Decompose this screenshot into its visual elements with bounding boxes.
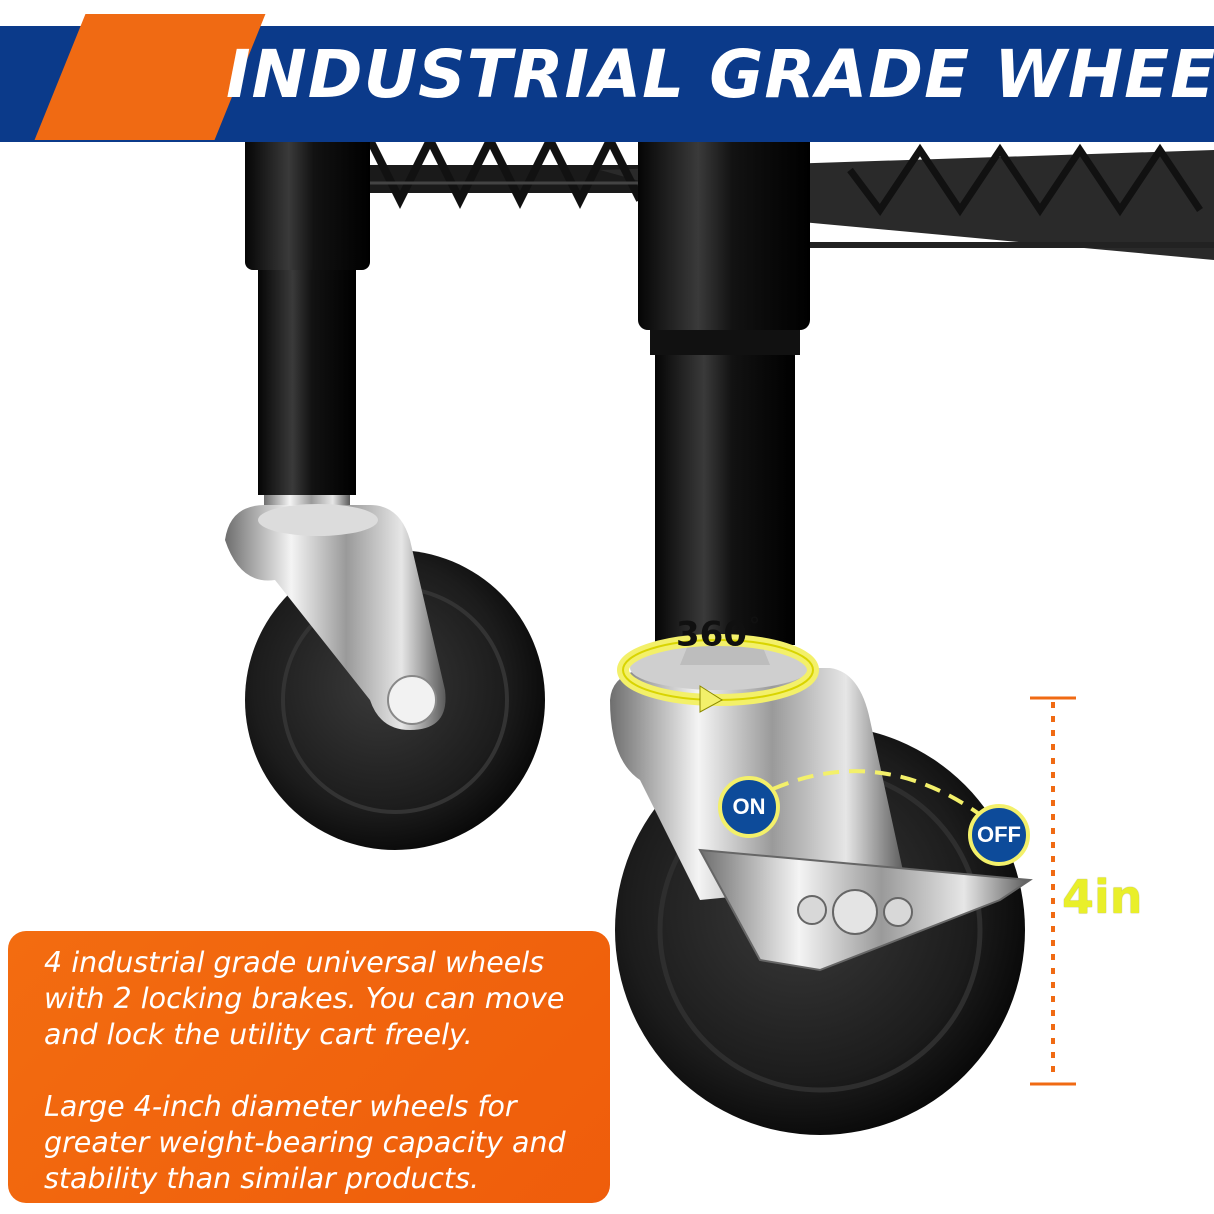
- brake-arc: [749, 769, 1002, 832]
- right-leg: [638, 130, 810, 645]
- page-title: INDUSTRIAL GRADE WHEELS: [226, 36, 1214, 113]
- rotation-label: 360°: [676, 614, 760, 654]
- brake-off-badge: OFF: [968, 804, 1030, 866]
- left-caster: [225, 504, 545, 850]
- wheel-size-label: 4in: [1062, 870, 1143, 924]
- rotation-arrow-icon: [617, 634, 819, 713]
- description-paragraph-2: Large 4-inch diameter wheels for greater…: [44, 1090, 566, 1195]
- rotation-value: 360: [676, 614, 747, 655]
- brake-on-badge: ON: [718, 776, 780, 838]
- description-card: 4 industrial grade universal wheels with…: [8, 931, 610, 1203]
- dimension-line-icon: [1030, 696, 1076, 1086]
- description-paragraph-1: 4 industrial grade universal wheels with…: [44, 946, 565, 1051]
- right-caster: [610, 640, 1033, 1135]
- left-leg: [245, 130, 370, 513]
- rotation-unit: °: [748, 614, 760, 639]
